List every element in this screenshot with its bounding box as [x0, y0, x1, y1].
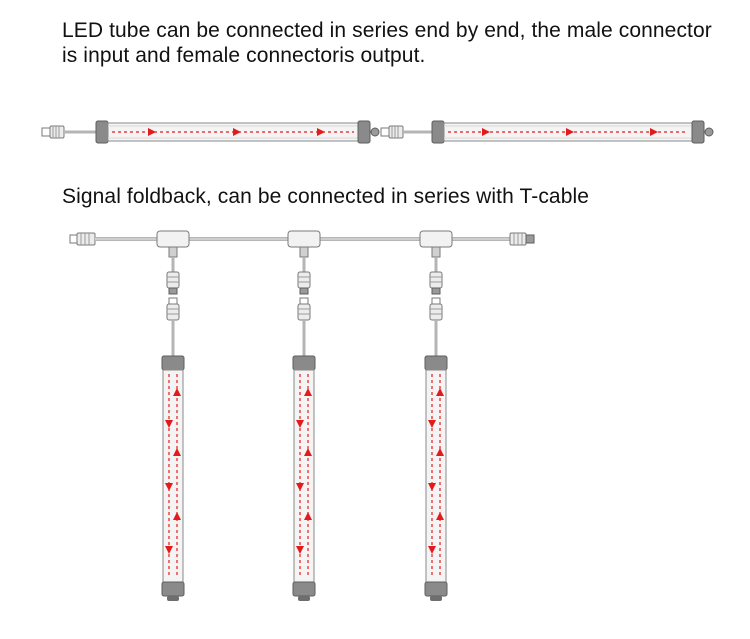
female-connector-icon	[370, 127, 380, 137]
male-connector-icon	[41, 125, 96, 139]
t-splitter-icon	[419, 230, 453, 258]
signal-arrow-icon	[233, 128, 241, 136]
male-connector-icon	[69, 232, 96, 246]
signal-arrow-icon	[304, 448, 312, 456]
tube-drop-3	[424, 257, 448, 601]
t-splitter-icon	[287, 230, 321, 258]
signal-arrow-icon	[436, 448, 444, 456]
signal-arrow-icon	[304, 388, 312, 396]
led-tube	[292, 355, 316, 601]
male-connector-icon	[297, 297, 311, 321]
signal-arrow-icon	[436, 388, 444, 396]
male-connector-icon	[166, 297, 180, 321]
female-connector-icon	[429, 271, 443, 295]
series-tube-assembly	[41, 120, 714, 144]
signal-arrow-icon	[148, 128, 156, 136]
signal-arrow-icon	[296, 546, 304, 554]
signal-arrow-icon	[165, 483, 173, 491]
led-tube	[95, 120, 371, 144]
signal-arrow-icon	[296, 483, 304, 491]
tube-drop-1	[161, 257, 185, 601]
t-splitter-icon	[156, 230, 190, 258]
led-tube	[161, 355, 185, 601]
tube-drop-2	[292, 257, 316, 601]
signal-arrow-icon	[482, 128, 490, 136]
female-connector-icon	[297, 271, 311, 295]
signal-arrow-icon	[165, 420, 173, 428]
signal-arrow-icon	[428, 546, 436, 554]
t-cable-trunk	[69, 230, 535, 258]
signal-arrow-icon	[304, 512, 312, 520]
signal-arrow-icon	[173, 388, 181, 396]
male-connector-icon	[380, 125, 432, 139]
signal-arrow-icon	[566, 128, 574, 136]
male-connector-icon	[429, 297, 443, 321]
signal-arrow-icon	[317, 128, 325, 136]
caption-signal-foldback: Signal foldback, can be connected in ser…	[62, 185, 590, 208]
signal-arrow-icon	[165, 546, 173, 554]
signal-arrow-icon	[650, 128, 658, 136]
signal-arrow-icon	[436, 512, 444, 520]
signal-arrow-icon	[296, 420, 304, 428]
led-tube	[424, 355, 448, 601]
signal-arrow-icon	[173, 448, 181, 456]
female-connector-icon	[704, 127, 714, 137]
led-tube	[431, 120, 705, 144]
signal-arrow-icon	[428, 483, 436, 491]
signal-arrow-icon	[173, 512, 181, 520]
female-connector-icon	[509, 232, 535, 246]
signal-arrow-icon	[428, 420, 436, 428]
caption-series-connection: LED tube can be connected in series end …	[62, 19, 712, 67]
female-connector-icon	[166, 271, 180, 295]
